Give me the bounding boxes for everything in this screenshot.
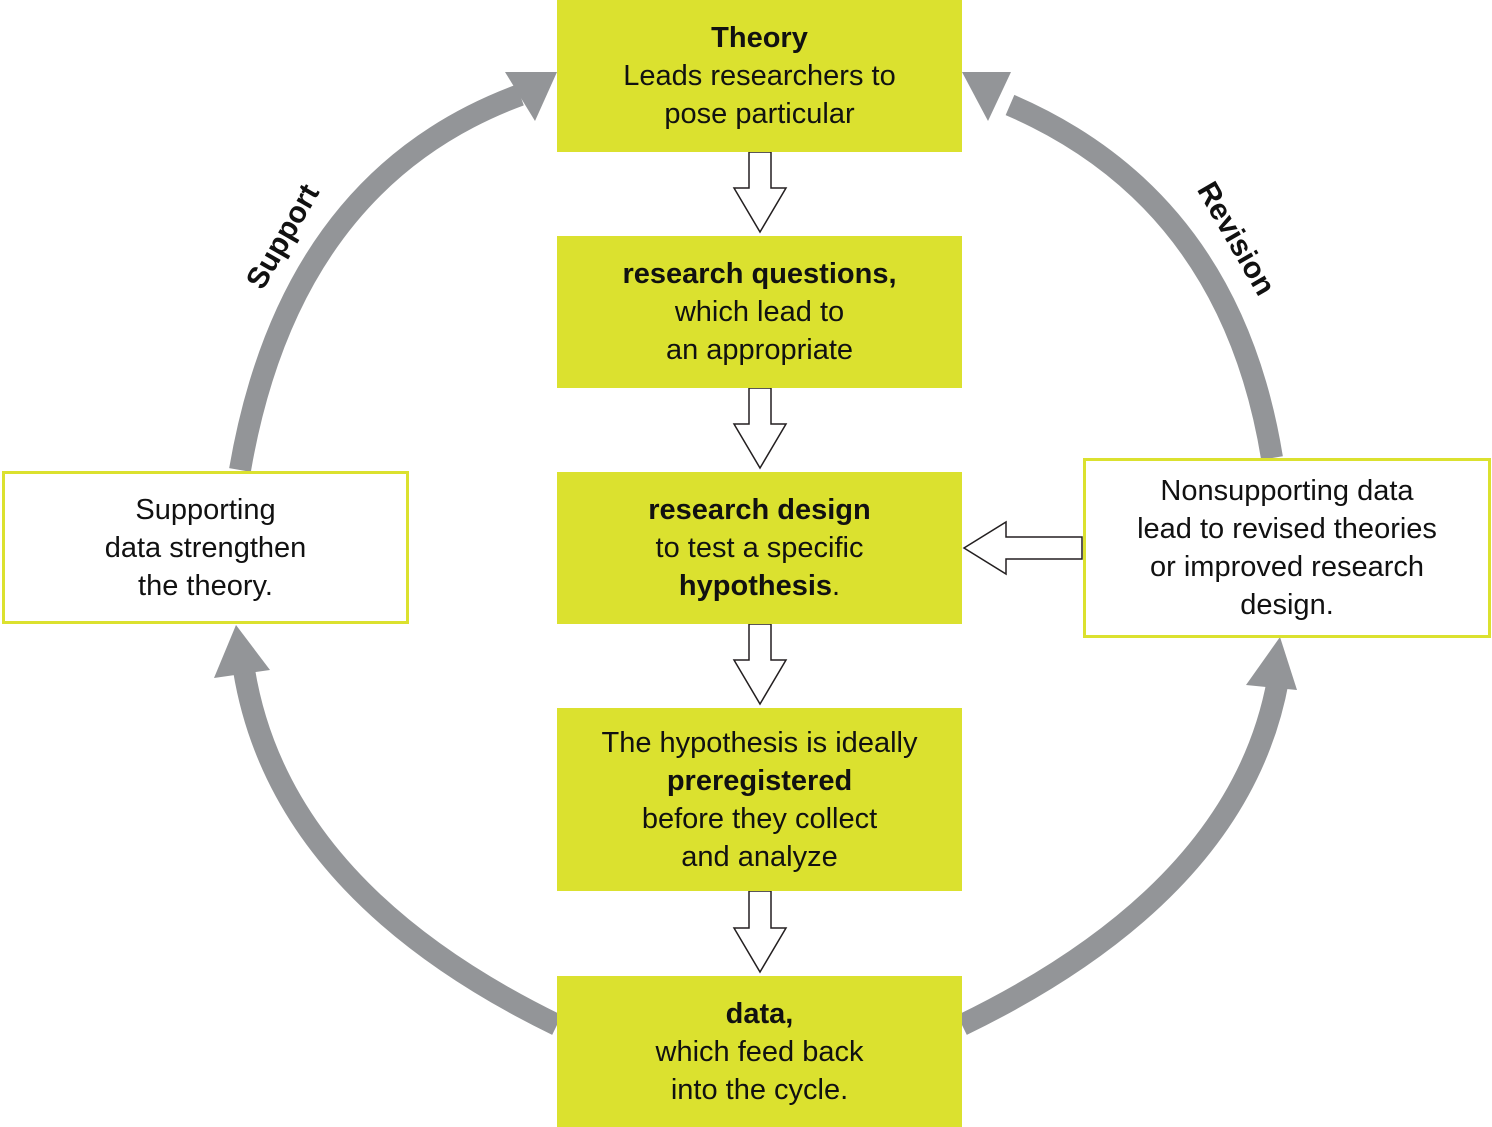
support-arrowhead-top <box>505 72 557 121</box>
support-arc-upper <box>229 84 524 472</box>
hypothesis-term: hypothesis <box>678 570 833 602</box>
supporting-data-box: Supporting data strengthen the theory. <box>2 471 409 624</box>
supporting-line-1: Supporting <box>135 493 276 526</box>
theory-line-2: pose particular <box>664 98 855 130</box>
theory-line-1: Leads researchers to <box>623 60 896 92</box>
nonsupporting-line-1: Nonsupporting data <box>1160 475 1414 507</box>
revision-flow-arrow <box>962 520 1083 576</box>
research-questions-line-2: an appropriate <box>665 334 854 366</box>
data-box: data, which feed back into the cycle. <box>557 976 962 1127</box>
research-questions-box: research questions, which lead to an app… <box>557 236 962 388</box>
flow-arrow-1 <box>732 151 788 234</box>
nonsupporting-line-3: or improved research <box>1150 551 1424 583</box>
research-design-line-1: to test a specific <box>655 532 864 564</box>
hypothesis-period: . <box>832 570 841 602</box>
revision-arc-lower <box>957 678 1289 1035</box>
research-design-box: research design to test a specific hypot… <box>557 472 962 624</box>
revision-arrowhead-top <box>962 72 1011 121</box>
research-design-title: research design <box>648 494 871 526</box>
revision-arrowhead-bottom <box>1246 637 1297 690</box>
research-design-line-2: hypothesis. <box>679 567 840 605</box>
flow-arrow-4 <box>732 890 788 974</box>
preregistration-box: The hypothesis is ideally preregistered … <box>557 708 962 891</box>
preregistration-line-3: and analyze <box>681 840 838 873</box>
nonsupporting-data-box: Nonsupporting data lead to revised theor… <box>1083 458 1491 638</box>
research-questions-title: research questions, <box>622 258 897 290</box>
preregistered-term: preregistered <box>666 764 853 797</box>
theory-box: Theory Leads researchers to pose particu… <box>557 0 962 152</box>
nonsupporting-line-4: design. <box>1240 589 1334 621</box>
nonsupporting-line-2: lead to revised theories <box>1137 513 1437 545</box>
preregistration-line-1: The hypothesis is ideally <box>601 726 918 759</box>
support-arrowhead-bottom <box>214 625 270 678</box>
data-title: data, <box>725 997 794 1030</box>
revision-arc-upper <box>1005 94 1283 460</box>
flow-arrow-3 <box>732 623 788 706</box>
data-line-1: which feed back <box>655 1035 864 1068</box>
supporting-line-3: the theory. <box>138 569 273 602</box>
theory-title: Theory <box>711 22 808 54</box>
data-line-2: into the cycle. <box>670 1073 849 1106</box>
preregistration-line-2: before they collect <box>641 802 878 835</box>
flow-arrow-2 <box>732 387 788 470</box>
research-questions-line-1: which lead to <box>674 296 845 328</box>
support-arc-lower <box>233 668 562 1035</box>
supporting-line-2: data strengthen <box>104 531 307 564</box>
